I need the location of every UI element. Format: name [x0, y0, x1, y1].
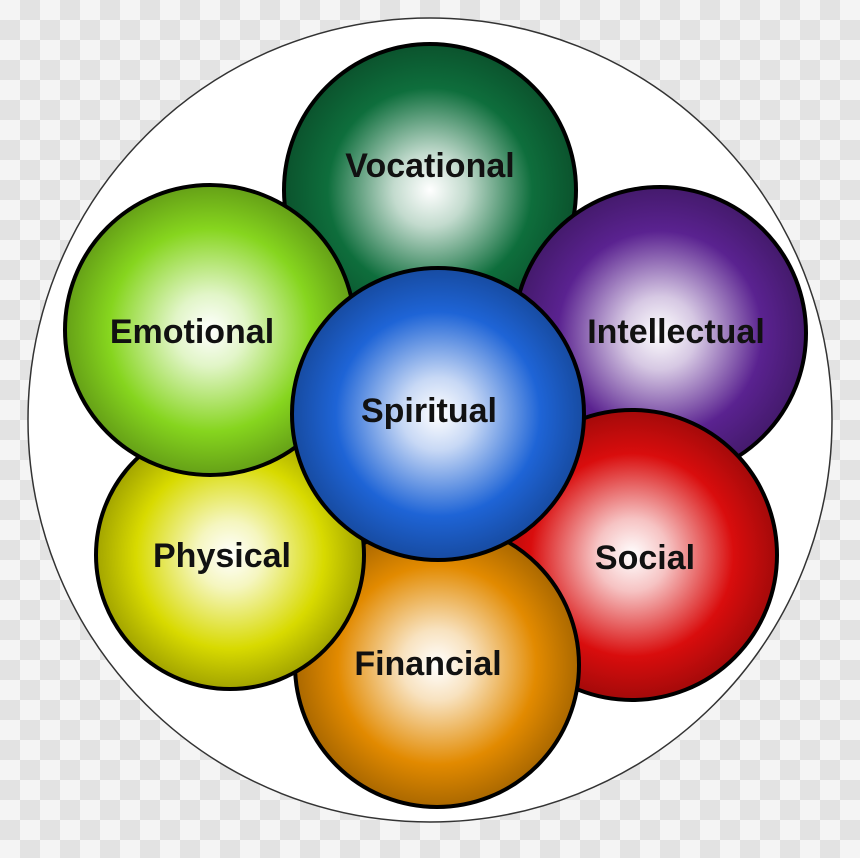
bubble-spiritual: [290, 266, 586, 562]
label-vocational: Vocational: [345, 147, 514, 185]
label-social: Social: [595, 539, 695, 577]
label-intellectual: Intellectual: [587, 313, 765, 351]
label-physical: Physical: [153, 537, 291, 575]
label-spiritual: Spiritual: [361, 392, 497, 430]
label-emotional: Emotional: [110, 313, 274, 351]
label-financial: Financial: [354, 645, 501, 683]
